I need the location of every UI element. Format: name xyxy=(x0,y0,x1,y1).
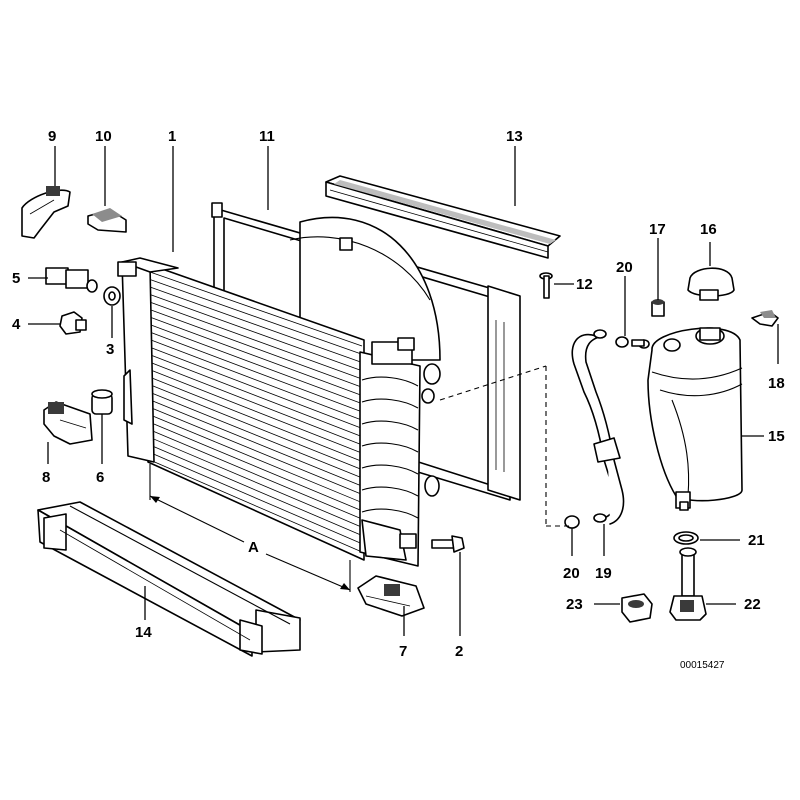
radiator xyxy=(117,257,441,567)
radiator-fin xyxy=(149,459,363,553)
upper-seal-strip xyxy=(325,175,561,259)
radiator-fin xyxy=(149,452,363,545)
tank-rib xyxy=(361,508,419,519)
nut xyxy=(621,593,653,623)
hose xyxy=(571,329,625,525)
radiator-fin xyxy=(149,361,363,446)
callout-15: 15 xyxy=(768,428,785,445)
radiator-fin xyxy=(149,384,363,470)
tank-rib xyxy=(361,486,419,497)
radiator-fin xyxy=(149,309,363,388)
radiator-fin xyxy=(149,422,363,512)
callout-14: 14 xyxy=(135,624,152,641)
temperature-sensor xyxy=(45,267,98,293)
callout-23: 23 xyxy=(566,596,583,613)
radiator-fin xyxy=(149,354,363,438)
radiator-fin xyxy=(149,444,363,536)
drain-plug xyxy=(59,311,87,335)
reference-code: 00015427 xyxy=(680,660,725,671)
radiator-fin xyxy=(149,376,363,462)
callout-22: 22 xyxy=(744,596,761,613)
callout-9: 9 xyxy=(48,128,56,145)
callout-3: 3 xyxy=(106,341,114,358)
callout-numbers: 9 10 1 11 13 5 4 3 8 6 12 20 17 16 18 15… xyxy=(12,128,785,660)
callout-18: 18 xyxy=(768,375,785,392)
radiator-fin xyxy=(149,279,363,355)
level-sensor xyxy=(669,547,707,621)
callout-11: 11 xyxy=(259,128,275,145)
radiator-fin xyxy=(149,406,363,495)
radiator-fin xyxy=(149,286,363,363)
radiator-fin xyxy=(149,346,363,429)
assembly-dash-lines xyxy=(439,365,570,527)
radiator-fin xyxy=(149,391,363,479)
callout-2: 2 xyxy=(455,643,463,660)
tank-rib xyxy=(361,376,419,387)
dimension-a-label: A xyxy=(248,539,259,556)
tank-rib xyxy=(361,442,419,453)
radiator-fin xyxy=(149,339,363,421)
expansion-tank xyxy=(647,327,743,511)
callout-20-lower: 20 xyxy=(563,565,580,582)
radiator-fin xyxy=(149,324,363,405)
bracket-part-9 xyxy=(21,186,71,239)
tank-rib xyxy=(361,398,419,409)
callout-7: 7 xyxy=(399,643,407,660)
lower-cover-panel xyxy=(37,501,301,657)
clip-part-10 xyxy=(87,208,127,233)
mount-part-7 xyxy=(357,575,425,617)
filler-cap xyxy=(687,267,735,301)
radiator-fin xyxy=(149,437,363,528)
callout-13: 13 xyxy=(506,128,523,145)
leader-lines xyxy=(28,146,779,636)
callout-12: 12 xyxy=(576,276,593,293)
callout-17: 17 xyxy=(649,221,666,238)
radiator-fin xyxy=(149,271,363,347)
radiator-fin xyxy=(149,316,363,396)
sealing-washer xyxy=(103,286,121,306)
mount-part-8 xyxy=(43,401,93,445)
callout-5: 5 xyxy=(12,270,20,287)
callout-10: 10 xyxy=(95,128,112,145)
radiator-fin xyxy=(149,301,363,380)
radiator-fin xyxy=(149,331,363,413)
hose-clamp-upper xyxy=(615,336,650,349)
callout-8: 8 xyxy=(42,469,50,486)
radiator-fin xyxy=(149,414,363,503)
radiator-fin xyxy=(149,294,363,372)
o-ring xyxy=(673,531,699,545)
dimension-a: A xyxy=(149,464,351,592)
bolt xyxy=(431,535,465,553)
callout-6: 6 xyxy=(96,469,104,486)
bleed-screw xyxy=(651,299,665,317)
radiator-fin xyxy=(149,429,363,520)
callout-4: 4 xyxy=(12,316,21,333)
callout-21: 21 xyxy=(748,532,765,549)
callout-1: 1 xyxy=(168,128,176,145)
tank-rib xyxy=(361,420,419,431)
callout-16: 16 xyxy=(700,221,717,238)
expanding-rivet xyxy=(539,272,553,299)
radiator-fin xyxy=(149,399,363,487)
tank-rib xyxy=(361,464,419,475)
holder-clip xyxy=(751,310,779,327)
callout-19: 19 xyxy=(595,565,612,582)
callout-20-upper: 20 xyxy=(616,259,633,276)
radiator-fin xyxy=(149,369,363,454)
rubber-bushing xyxy=(91,389,113,415)
